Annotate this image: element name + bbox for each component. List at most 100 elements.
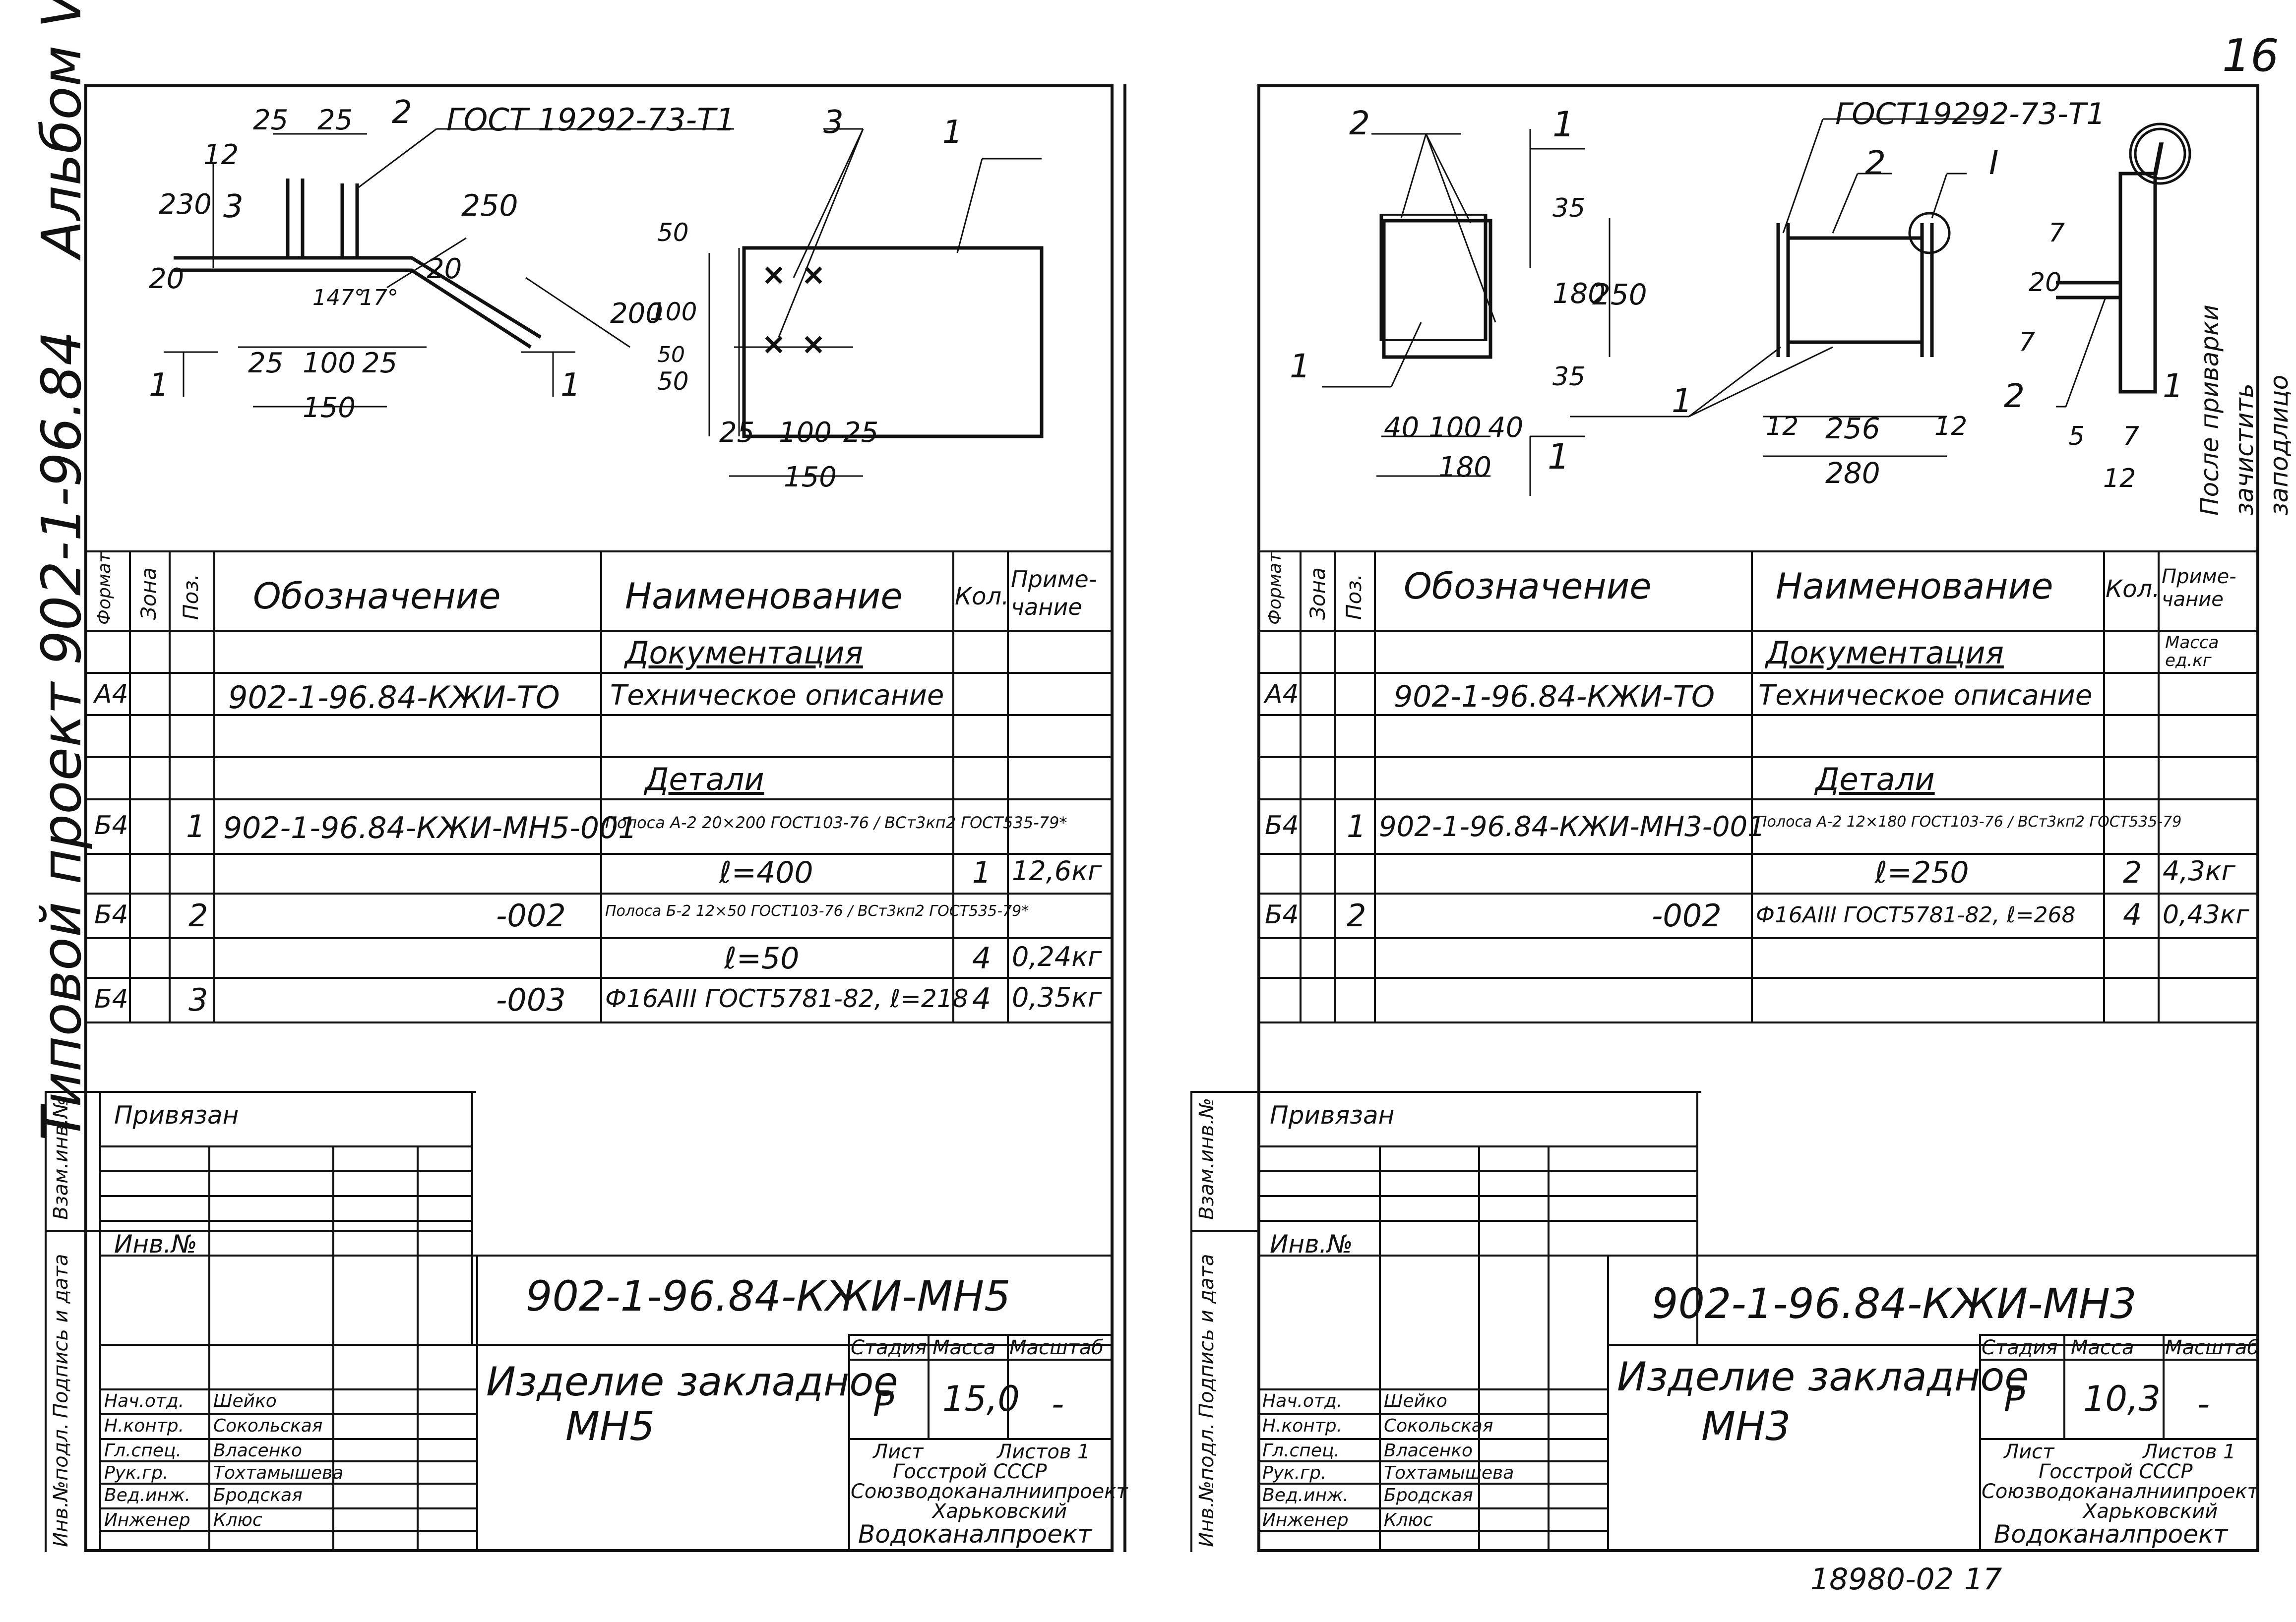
left-role-6: Инженер xyxy=(104,1510,190,1530)
left-dim-25f: 25 xyxy=(843,417,879,449)
left-stamp-side-2: Подпись и дата xyxy=(50,1254,72,1418)
left-dim-25b: 25 xyxy=(317,104,353,136)
left-dim-147: 147° xyxy=(312,285,365,310)
right-row-7-note: 0,43кг xyxy=(2163,900,2249,930)
right-dim-40b: 40 xyxy=(1488,412,1524,444)
right-dim-40a: 40 xyxy=(1384,412,1420,444)
bottom-page: 17 xyxy=(1964,1562,2002,1597)
left-dim-50c: 50 xyxy=(657,342,685,367)
left-name-6: Клюс xyxy=(213,1510,262,1530)
right-dim-35a: 35 xyxy=(1552,193,1586,223)
right-dim-100: 100 xyxy=(1428,412,1482,444)
left-section-mark-b: 1 xyxy=(560,367,581,404)
left-inv-no: Инв.№ xyxy=(114,1230,197,1259)
right-org-3: Харьковский xyxy=(2083,1500,2218,1523)
left-dim-25c: 25 xyxy=(248,347,284,379)
left-sheets-label: Листов 1 xyxy=(997,1441,1090,1463)
left-row-4-name: Детали xyxy=(645,761,764,797)
left-row-7-designation: -002 xyxy=(496,898,566,934)
right-row-5-pos: 1 xyxy=(1347,808,1366,844)
left-title-line2: МН5 xyxy=(565,1403,655,1449)
left-sheet-frame xyxy=(84,84,1114,1552)
right-row-6-qty: 2 xyxy=(2123,855,2142,890)
left-org-2: Союзводоканалниипроект xyxy=(851,1480,1128,1503)
left-mass: 15,0 xyxy=(942,1379,1020,1419)
right-dim-12a: 12 xyxy=(1766,412,1799,441)
right-name-6: Клюс xyxy=(1384,1510,1433,1530)
right-mass-label: Масса xyxy=(2071,1336,2134,1359)
left-row-5-format: Б4 xyxy=(94,811,128,841)
right-pos-mark-2a: 2 xyxy=(1349,104,1370,142)
right-row-5-format: Б4 xyxy=(1265,811,1299,841)
right-sheets-label: Листов 1 xyxy=(2143,1441,2236,1463)
right-row-6-name: ℓ=250 xyxy=(1875,855,1969,890)
right-role-1: Нач.отд. xyxy=(1262,1391,1343,1411)
left-scale-label: Масштаб xyxy=(1009,1336,1104,1359)
left-dim-230: 230 xyxy=(159,188,212,221)
right-row-2-name: Техническое описание xyxy=(1758,679,2093,712)
left-title-line1: Изделие закладное xyxy=(486,1359,898,1405)
right-dim-12c: 12 xyxy=(2103,464,2136,493)
left-name-5: Бродская xyxy=(213,1485,303,1505)
left-pos-mark-1: 1 xyxy=(942,114,963,151)
right-row-7-pos: 2 xyxy=(1347,898,1366,934)
left-head-note: Приме-чание xyxy=(1011,566,1097,620)
left-section-mark-a: 1 xyxy=(149,367,169,404)
right-sheet-frame xyxy=(1257,84,2259,1552)
left-role-3: Гл.спец. xyxy=(104,1441,182,1461)
left-doc-code: 902-1-96.84-КЖИ-МН5 xyxy=(526,1272,1011,1321)
left-dim-100c: 100 xyxy=(779,417,832,449)
right-dim-35b: 35 xyxy=(1552,362,1586,392)
right-name-3: Власенко xyxy=(1384,1441,1473,1461)
right-stage: Р xyxy=(2004,1379,2025,1419)
right-stage-label: Стадия xyxy=(1982,1336,2058,1359)
left-dim-17: 17° xyxy=(360,285,398,310)
left-gost-label: ГОСТ 19292-73-Т1 xyxy=(446,102,736,138)
left-row-1-name: Документация xyxy=(625,635,863,671)
left-dim-100b: 100 xyxy=(650,298,697,326)
right-dim-180a: 180 xyxy=(1552,278,1606,310)
left-stage: Р xyxy=(873,1383,894,1424)
left-name-3: Власенко xyxy=(213,1441,303,1461)
right-role-2: Н.контр. xyxy=(1262,1416,1343,1436)
left-privyazan: Привязан xyxy=(114,1101,239,1130)
right-org-2: Союзводоканалниипроект xyxy=(1982,1480,2259,1503)
left-dim-50b: 50 xyxy=(657,367,689,396)
left-role-4: Рук.гр. xyxy=(104,1463,169,1483)
left-sheet-label: Лист xyxy=(873,1441,924,1463)
right-dim-20: 20 xyxy=(2029,268,2062,298)
right-head-format: Формат xyxy=(1265,552,1285,625)
left-dim-20: 20 xyxy=(149,263,185,295)
right-dim-280: 280 xyxy=(1825,456,1880,490)
left-dim-50a: 50 xyxy=(657,218,689,247)
left-head-zone: Зона xyxy=(136,567,161,620)
left-head-qty: Кол. xyxy=(955,583,1009,610)
project-vertical: Типовой проект 902-1-96.84 xyxy=(30,331,93,1141)
right-dim-250: 250 xyxy=(1592,278,1647,311)
right-row-1-name: Документация xyxy=(1766,635,2004,671)
right-row-2-designation: 902-1-96.84-КЖИ-ТО xyxy=(1394,679,1715,714)
right-head-name: Наименование xyxy=(1776,565,2053,607)
right-dim-256: 256 xyxy=(1825,412,1880,445)
right-pos-mark-2c: 2 xyxy=(2004,377,2025,415)
right-detail-mark-small: I xyxy=(1989,144,1999,182)
right-head-designation: Обозначение xyxy=(1404,565,1652,607)
right-row-4-name: Детали xyxy=(1815,761,1935,797)
left-pos-mark-2: 2 xyxy=(392,94,412,131)
right-role-6: Инженер xyxy=(1262,1510,1349,1530)
right-role-3: Гл.спец. xyxy=(1262,1441,1340,1461)
right-row-2-format: А4 xyxy=(1265,679,1299,709)
left-spec-top-line xyxy=(84,550,1114,552)
bottom-code: 18980-02 xyxy=(1810,1562,1954,1597)
left-row-7-format: Б4 xyxy=(94,900,128,930)
right-name-4: Тохтамышева xyxy=(1384,1463,1514,1483)
right-stamp-side-1: Инв.№подл. xyxy=(1195,1423,1218,1547)
right-title-line1: Изделие закладное xyxy=(1617,1354,2029,1400)
right-scale: - xyxy=(2197,1383,2210,1424)
right-name-2: Сокольская xyxy=(1384,1416,1493,1436)
left-row-9-format: Б4 xyxy=(94,984,128,1014)
right-head-note-sub: Масса ед.кг xyxy=(2165,633,2219,670)
left-dim-25e: 25 xyxy=(719,417,755,449)
left-row-2-format: А4 xyxy=(94,679,128,709)
right-doc-code: 902-1-96.84-КЖИ-МН3 xyxy=(1652,1279,2137,1328)
